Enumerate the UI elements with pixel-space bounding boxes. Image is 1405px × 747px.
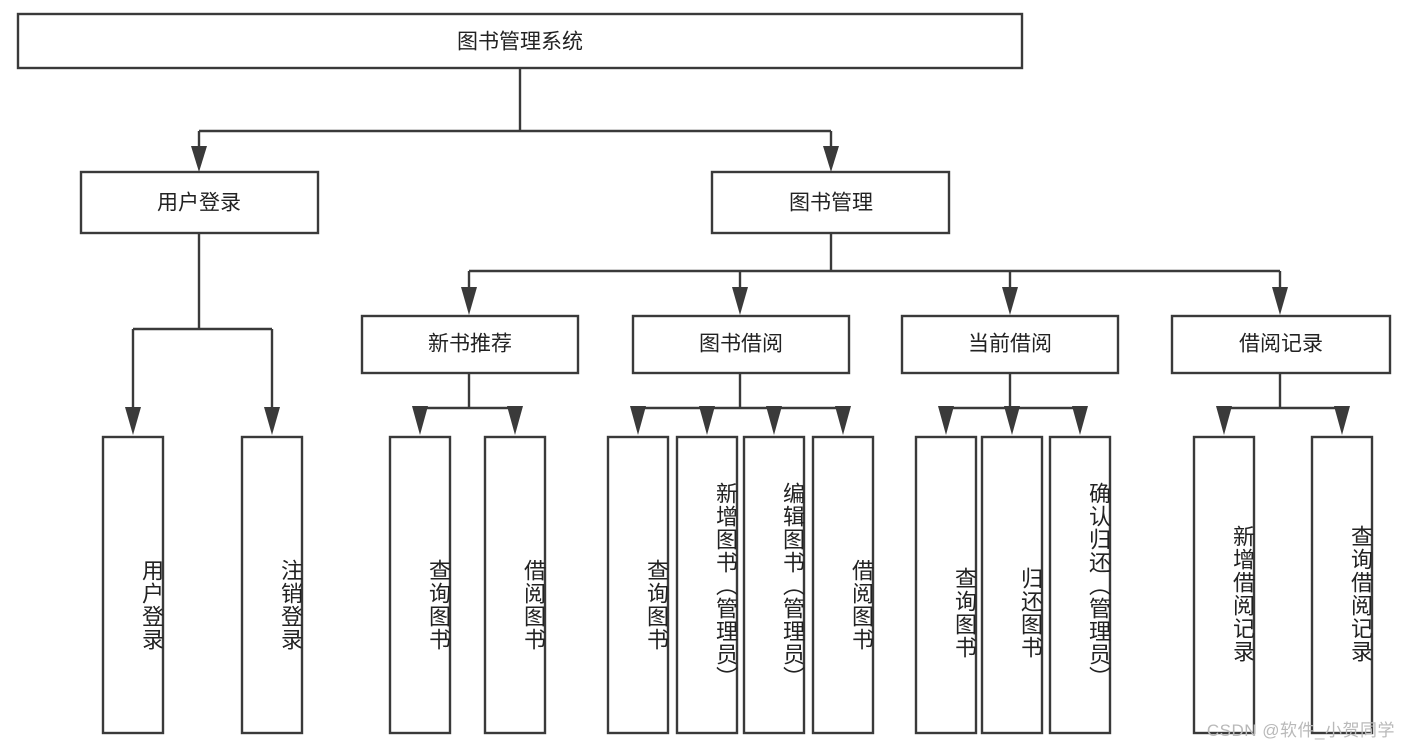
node-box-new-book[interactable] bbox=[360, 314, 580, 375]
arrow-head-user-login bbox=[191, 146, 207, 172]
node-box-book-borrow[interactable] bbox=[631, 314, 851, 375]
node-label-book-mgmt: 图书管理 bbox=[789, 192, 873, 215]
leaf-label-new-book-1: 借阅图书 bbox=[521, 559, 546, 651]
leaf-box-book-borrow-1[interactable] bbox=[675, 435, 739, 735]
leaf-box-borrow-record-1[interactable] bbox=[1310, 435, 1374, 735]
leaf-box-user-login-1[interactable] bbox=[240, 435, 304, 735]
arrow-head-borrow-record-leaf-1 bbox=[1334, 406, 1350, 435]
edge-group-current-borrow bbox=[938, 373, 1088, 435]
edge-group-root bbox=[191, 68, 839, 172]
leaf-box-current-borrow-2[interactable] bbox=[1048, 435, 1112, 735]
leaf-box-current-borrow-1[interactable] bbox=[980, 435, 1044, 735]
edge-group-user-login bbox=[125, 233, 280, 435]
arrow-head-current-borrow bbox=[1002, 287, 1018, 315]
leaf-label-borrow-record-1: 查询借阅记录 bbox=[1348, 525, 1373, 663]
leaf-label-new-book-0: 查询图书 bbox=[426, 559, 451, 651]
arrow-head-new-book-leaf-0 bbox=[412, 406, 428, 435]
leaf-label-book-borrow-3: 借阅图书 bbox=[849, 559, 874, 651]
leaf-box-book-borrow-2[interactable] bbox=[742, 435, 806, 735]
node-label-borrow-record: 借阅记录 bbox=[1239, 333, 1323, 356]
arrow-head-user-login-leaf-1 bbox=[264, 407, 280, 435]
arrow-head-book-borrow-leaf-0 bbox=[630, 406, 646, 435]
arrow-head-book-borrow bbox=[732, 287, 748, 315]
leaf-label-book-borrow-2: 编辑图书（管理员） bbox=[780, 482, 805, 689]
leaf-label-borrow-record-0: 新增借阅记录 bbox=[1230, 525, 1255, 663]
arrow-head-book-borrow-leaf-1 bbox=[699, 406, 715, 435]
leaf-box-book-borrow-3[interactable] bbox=[811, 435, 875, 735]
node-box-borrow-record[interactable] bbox=[1170, 314, 1392, 375]
node-label-book-borrow: 图书借阅 bbox=[699, 333, 783, 356]
edge-group-book-mgmt bbox=[461, 233, 1288, 315]
node-box-current-borrow[interactable] bbox=[900, 314, 1120, 375]
node-box-user-login[interactable] bbox=[79, 170, 320, 235]
leaf-box-borrow-record-0[interactable] bbox=[1192, 435, 1256, 735]
arrow-head-book-borrow-leaf-3 bbox=[835, 406, 851, 435]
leaf-box-new-book-1[interactable] bbox=[483, 435, 547, 735]
edge-group-book-borrow bbox=[630, 373, 851, 435]
leaf-box-current-borrow-0[interactable] bbox=[914, 435, 978, 735]
leaf-label-book-borrow-0: 查询图书 bbox=[644, 559, 669, 651]
arrow-head-book-borrow-leaf-2 bbox=[766, 406, 782, 435]
leaf-box-new-book-0[interactable] bbox=[388, 435, 452, 735]
arrow-head-current-borrow-leaf-1 bbox=[1004, 406, 1020, 435]
node-label-root: 图书管理系统 bbox=[457, 31, 583, 54]
leaf-box-user-login-0[interactable] bbox=[101, 435, 165, 735]
leaf-label-user-login-0: 用户登录 bbox=[139, 559, 164, 651]
arrow-head-new-book-leaf-1 bbox=[507, 406, 523, 435]
leaf-label-current-borrow-0: 查询图书 bbox=[952, 566, 977, 659]
arrow-head-borrow-record bbox=[1272, 287, 1288, 315]
arrow-head-current-borrow-leaf-0 bbox=[938, 406, 954, 435]
node-label-user-login: 用户登录 bbox=[157, 192, 241, 215]
leaf-label-current-borrow-1: 归还图书 bbox=[1018, 566, 1043, 659]
arrow-head-new-book bbox=[461, 287, 477, 315]
edge-group-new-book bbox=[412, 373, 523, 435]
leaf-label-user-login-1: 注销登录 bbox=[278, 559, 303, 651]
arrow-head-book-mgmt bbox=[823, 146, 839, 172]
leaf-label-current-borrow-2: 确认归还（管理员） bbox=[1086, 482, 1111, 689]
arrow-head-user-login-leaf-0 bbox=[125, 407, 141, 435]
edge-group-borrow-record bbox=[1216, 373, 1350, 435]
arrow-head-borrow-record-leaf-0 bbox=[1216, 406, 1232, 435]
node-label-current-borrow: 当前借阅 bbox=[968, 333, 1052, 356]
node-box-root[interactable] bbox=[16, 12, 1024, 70]
arrow-head-current-borrow-leaf-2 bbox=[1072, 406, 1088, 435]
leaf-box-book-borrow-0[interactable] bbox=[606, 435, 670, 735]
leaf-label-book-borrow-1: 新增图书（管理员） bbox=[713, 482, 738, 689]
node-label-new-book: 新书推荐 bbox=[428, 333, 512, 356]
node-box-book-mgmt[interactable] bbox=[710, 170, 951, 235]
